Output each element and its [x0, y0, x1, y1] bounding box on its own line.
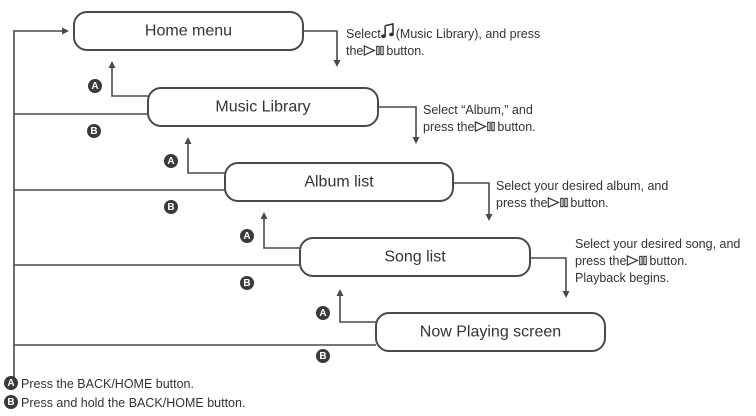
badge-circle — [164, 200, 178, 214]
legend: A Press the BACK/HOME button. B Press an… — [4, 376, 245, 410]
badge-a: A — [240, 229, 254, 243]
note-text: button. — [649, 254, 687, 268]
note-text: Select your desired album, and — [496, 179, 668, 193]
badge-letter: B — [167, 202, 174, 213]
badge-circle — [316, 349, 330, 363]
badge-letter: B — [243, 278, 250, 289]
legend-label: Press and hold the BACK/HOME button. — [21, 396, 245, 410]
badge-letter: A — [167, 156, 174, 167]
badge-letter: B — [90, 126, 97, 137]
step-home-menu: Home menu — [73, 11, 304, 51]
badge-circle — [240, 229, 254, 243]
forward-connectors — [303, 30, 570, 298]
badge-letter: A — [91, 81, 98, 92]
step-label: Home menu — [145, 23, 232, 40]
back-to-home-spine — [13, 27, 376, 379]
badge-circle — [316, 306, 330, 320]
badge-letter: A — [319, 308, 326, 319]
badge-circle — [4, 376, 18, 390]
badge-letter: B — [7, 397, 14, 408]
note-text: Select “Album,” and — [423, 103, 533, 117]
play-pause-icon — [626, 255, 647, 266]
badge-circle — [240, 276, 254, 290]
note-text: Playback begins. — [575, 271, 670, 285]
legend-label: Press the BACK/HOME button. — [21, 377, 194, 391]
step-song-list: Song list — [299, 237, 531, 277]
badge-b: B — [164, 200, 178, 214]
step-box — [375, 312, 606, 352]
badge-circle — [4, 395, 18, 409]
badge-circle — [87, 124, 101, 138]
note-text: button. — [570, 196, 608, 210]
step-label: Album list — [304, 174, 374, 191]
instruction-note: Select “Album,” and press the button. — [423, 103, 536, 134]
badge-circle — [88, 79, 102, 93]
step-box — [147, 87, 379, 127]
step-label: Music Library — [215, 99, 310, 116]
legend-item-a: A Press the BACK/HOME button. — [4, 376, 194, 391]
step-label: Now Playing screen — [420, 324, 561, 341]
step-album-list: Album list — [224, 162, 454, 202]
instruction-note: Select your desired song, and press the b… — [575, 237, 740, 285]
badge-letter: A — [7, 378, 14, 389]
play-pause-icon — [547, 197, 568, 208]
step-music-library: Music Library — [147, 87, 379, 127]
badge-letter: B — [319, 351, 326, 362]
legend-item-b: B Press and hold the BACK/HOME button. — [4, 395, 245, 410]
badge-letter: A — [243, 231, 250, 242]
note-text: Select — [346, 27, 384, 41]
step-label: Song list — [384, 249, 446, 266]
note-text: the — [346, 44, 367, 58]
note-icons — [363, 23, 647, 266]
note-text: press the — [496, 196, 551, 210]
note-text: press the — [423, 120, 478, 134]
instruction-note: Select (Music Library), and press the but… — [346, 27, 540, 58]
play-pause-icon — [363, 45, 384, 56]
badge-a: A — [88, 79, 102, 93]
note-text: Select your desired song, and — [575, 237, 740, 251]
note-text: (Music Library), and press — [396, 27, 541, 41]
step-box — [73, 11, 304, 51]
step-box — [224, 162, 454, 202]
badge-b: B — [316, 349, 330, 363]
step-box — [299, 237, 531, 277]
badge-b: B — [87, 124, 101, 138]
play-pause-icon — [474, 121, 495, 132]
note-text: button. — [386, 44, 424, 58]
note-text: button. — [497, 120, 535, 134]
step-now-playing: Now Playing screen — [375, 312, 606, 352]
note-text: press the — [575, 254, 630, 268]
badge-circle — [164, 154, 178, 168]
badge-a: A — [164, 154, 178, 168]
back-connectors — [108, 61, 376, 323]
badge-b: B — [240, 276, 254, 290]
badge-a: A — [316, 306, 330, 320]
